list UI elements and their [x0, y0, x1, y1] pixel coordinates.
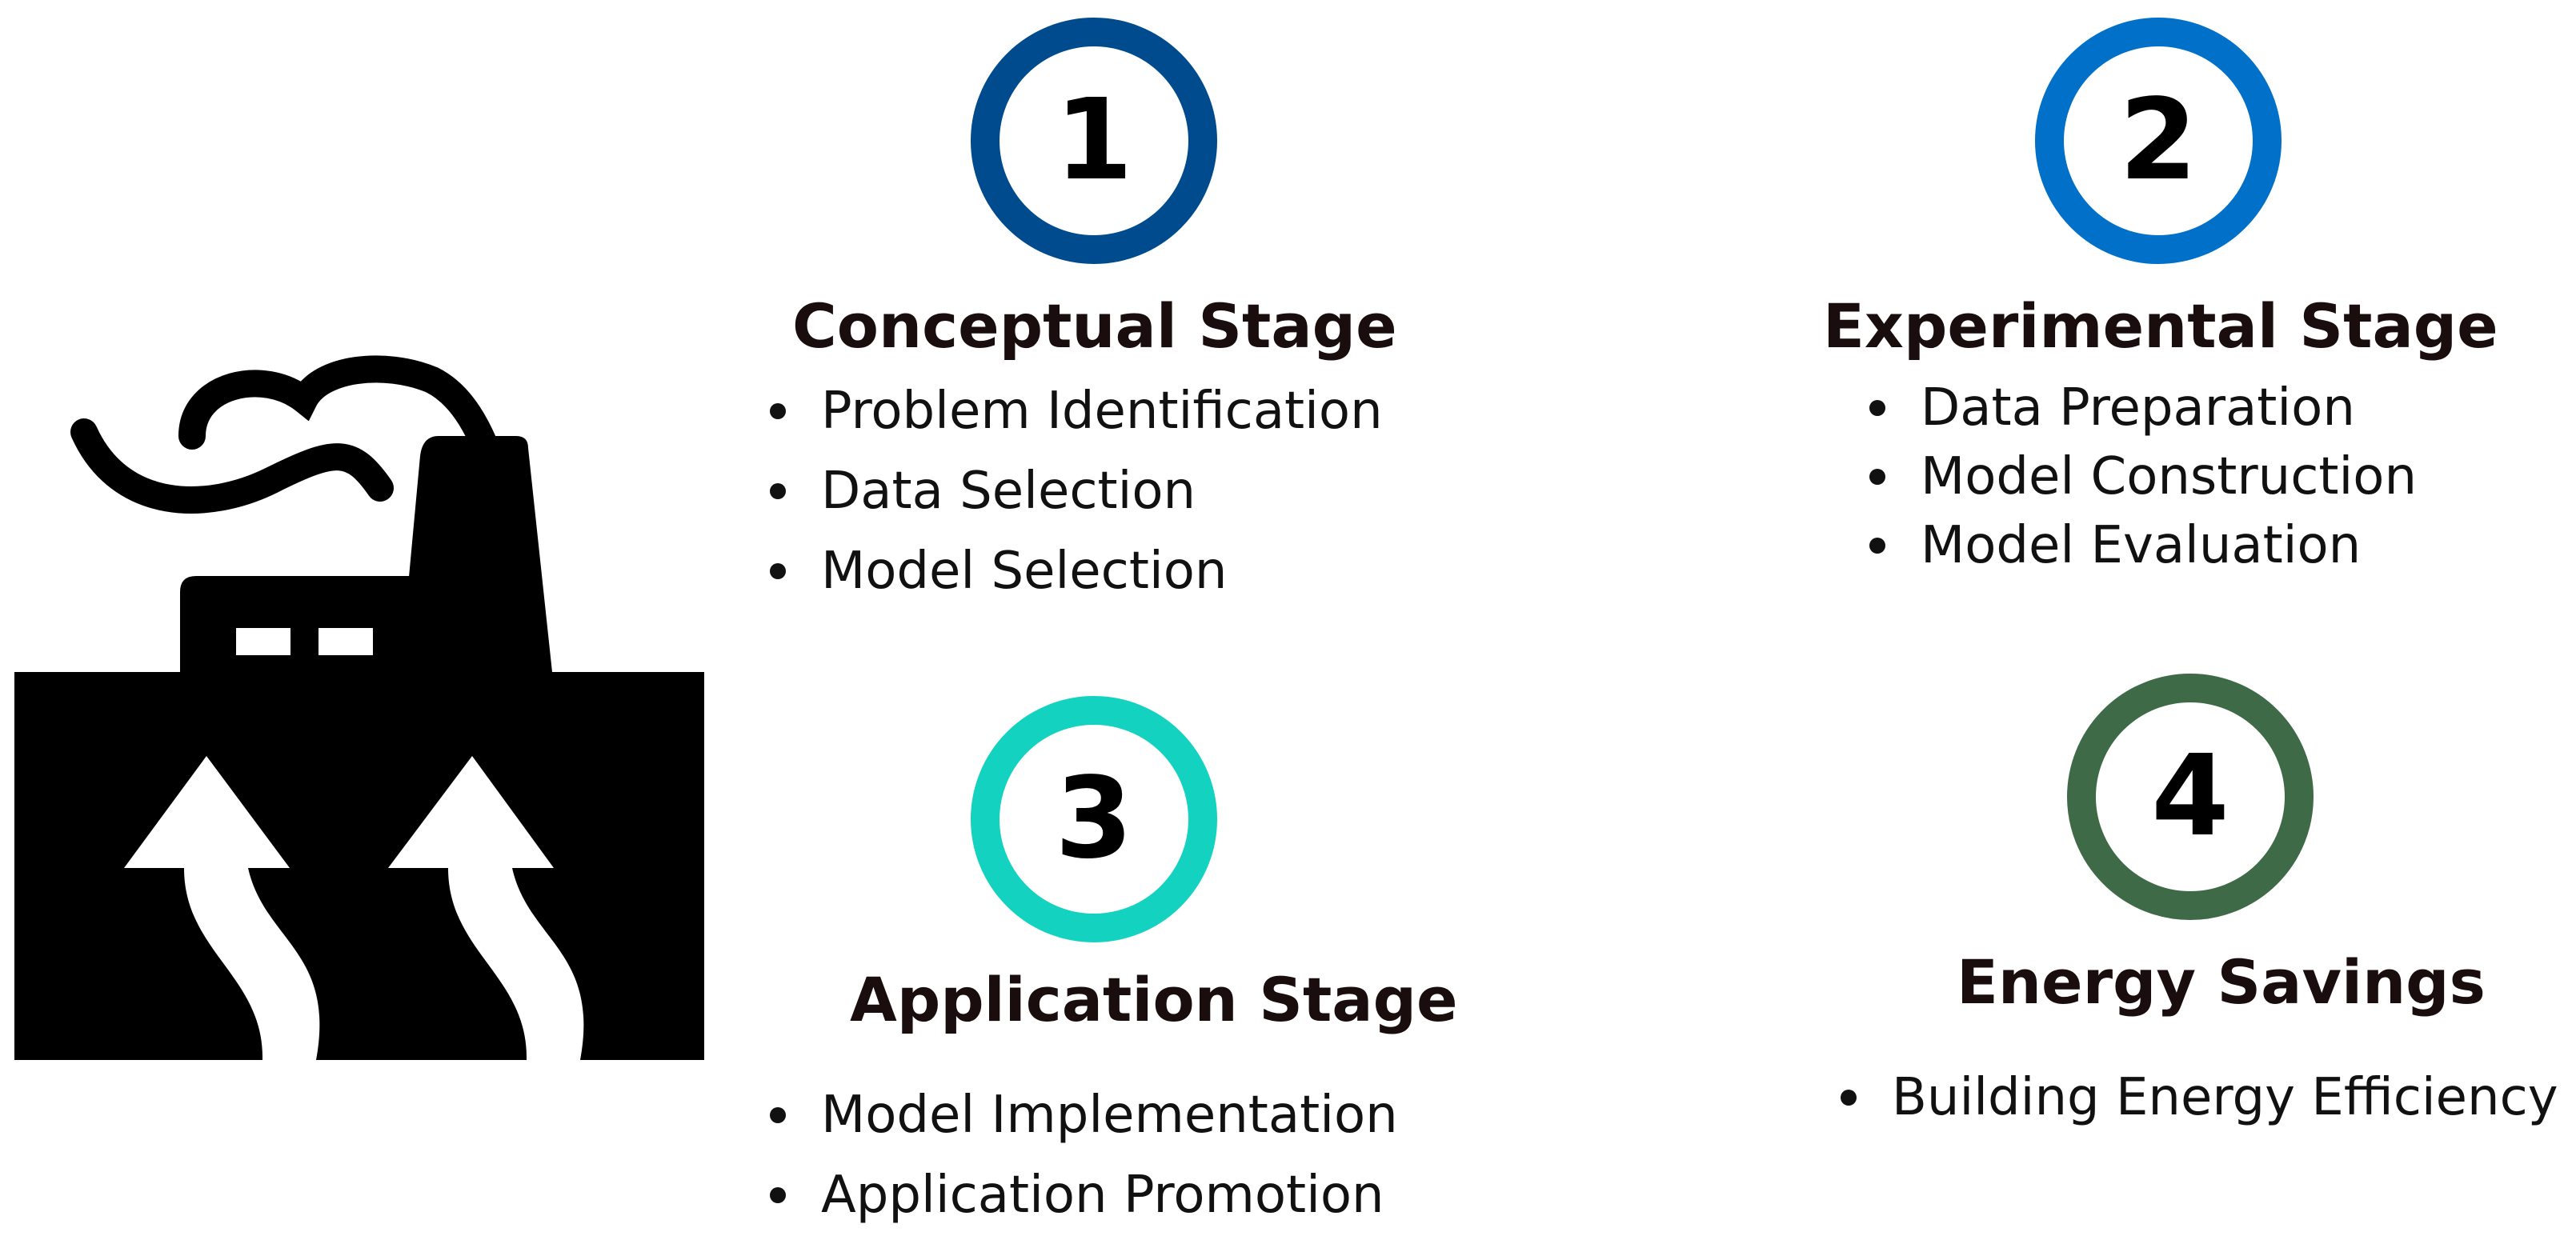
stage-item-list: Problem Identification Data Selection Mo…: [770, 386, 1383, 597]
bullet-icon: [1869, 469, 1885, 485]
stage-number: 1: [1055, 75, 1133, 206]
stage-item-list: Model Implementation Application Promoti…: [770, 1090, 1398, 1221]
bullet-icon: [770, 403, 786, 419]
stage-item: Model Implementation: [770, 1090, 1398, 1141]
stage-number-circle: 3: [971, 696, 1217, 942]
bullet-icon: [1869, 400, 1885, 416]
bullet-icon: [770, 1187, 786, 1203]
stage-item: Data Selection: [770, 466, 1383, 517]
stage-number: 2: [2119, 75, 2197, 206]
stage-item: Model Construction: [1869, 451, 2417, 502]
stage-title: Application Stage: [850, 964, 1458, 1035]
bullet-icon: [1869, 538, 1885, 554]
stage-title: Experimental Stage: [1823, 290, 2498, 362]
stage-item-list: Data Preparation Model Construction Mode…: [1869, 382, 2417, 571]
stage-number: 3: [1055, 754, 1133, 884]
stage-item: Model Evaluation: [1869, 520, 2417, 571]
bullet-icon: [770, 563, 786, 579]
stage-item: Application Promotion: [770, 1170, 1398, 1221]
stage-item: Building Energy Efficiency: [1841, 1072, 2558, 1123]
stage-title: Conceptual Stage: [792, 290, 1397, 362]
stage-title: Energy Savings: [1957, 946, 2486, 1018]
stage-number-circle: 2: [2035, 18, 2282, 264]
bullet-icon: [770, 1107, 786, 1123]
stage-number-circle: 4: [2067, 674, 2314, 920]
stage-item: Model Selection: [770, 546, 1383, 597]
bullet-icon: [1841, 1090, 1857, 1106]
stage-item: Problem Identification: [770, 386, 1383, 437]
stage-item-list: Building Energy Efficiency: [1841, 1072, 2558, 1123]
factory-icon: [14, 355, 704, 1060]
stage-number: 4: [2151, 731, 2229, 862]
bullet-icon: [770, 483, 786, 499]
stage-item: Data Preparation: [1869, 382, 2417, 434]
stage-number-circle: 1: [971, 18, 1217, 264]
